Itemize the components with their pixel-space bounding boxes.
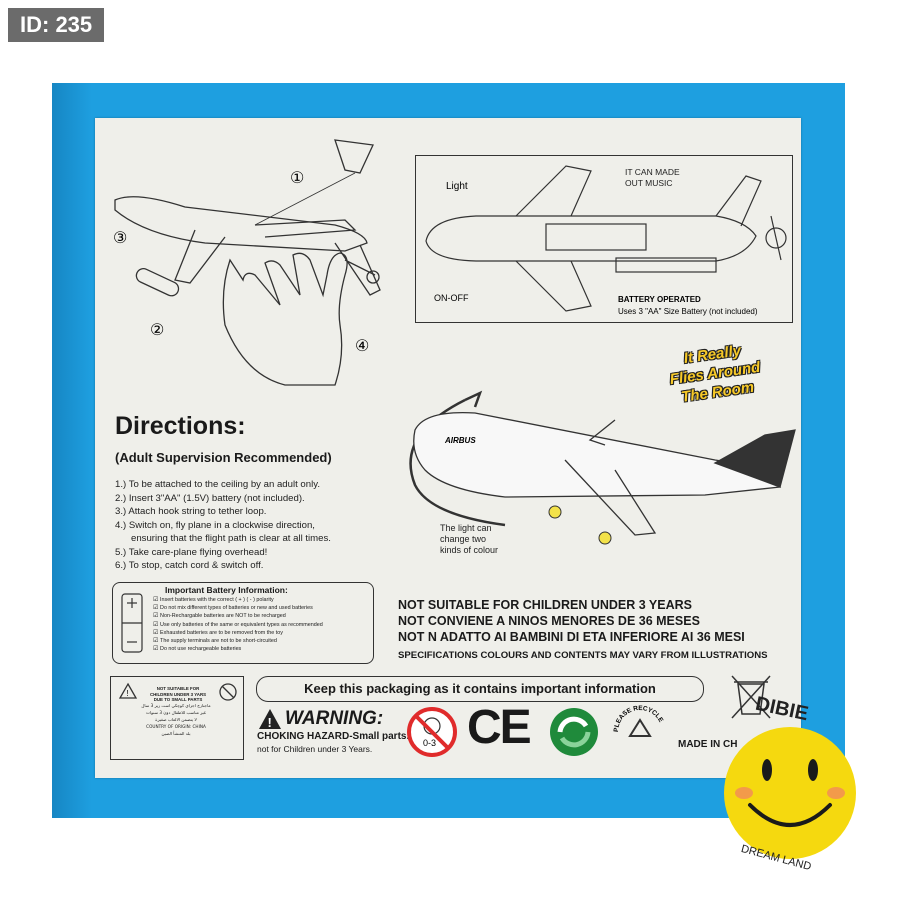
step-4-marker: ④ <box>355 338 369 355</box>
directions-title: Directions: <box>115 412 246 440</box>
on-off-label: ON-OFF <box>434 293 469 303</box>
age-range-text: 0-3 <box>423 738 436 748</box>
step-3-marker: ③ <box>113 230 127 247</box>
airline-name: AIRBUS <box>444 436 476 445</box>
specifications-note: SPECIFICATIONS COLOURS AND CONTENTS MAY … <box>398 650 768 661</box>
step-2-marker: ② <box>150 322 164 339</box>
music-label: IT CAN MADE OUT MUSIC <box>625 167 680 188</box>
choke-box-title: NOT SUITABLE FOR CHILDREN UNDER 3 YARS D… <box>149 686 207 702</box>
choke-line: لا يتضمن الالعاب صغيرة <box>155 717 197 722</box>
id-badge: ID: 235 <box>8 8 105 42</box>
box-edge-shadow <box>52 83 92 818</box>
battery-icon <box>121 593 143 653</box>
choke-line: COUNTRY OF ORIGIN: CHINA <box>146 724 206 729</box>
green-dot-icon <box>550 708 598 756</box>
choke-box-lines: ماجنازج اجزاي كوچكي است زير 3 سال غير من… <box>116 702 236 737</box>
wing-light <box>598 531 612 545</box>
choking-hazard-text: CHOKING HAZARD-Small parts. <box>257 731 410 742</box>
battery-info-item: Do not use rechargeable batteries <box>153 645 323 653</box>
choke-line: بلد المنشأ الصين <box>161 731 191 736</box>
light-label: Light <box>446 181 468 192</box>
step-item: 3.) Attach hook string to tether loop. <box>115 506 267 517</box>
step-item: 2.) Insert 3"AA" (1.5V) battery (not inc… <box>115 492 305 504</box>
battery-size-label: Uses 3 "AA" Size Battery (not included) <box>618 307 758 316</box>
choke-line: غير مناسب للاطفال دون 3 سنوات <box>145 710 207 715</box>
smiley-logo <box>724 727 856 859</box>
age-warning-es: NOT CONVIENE A NINOS MENORES DE 36 MESES <box>398 614 700 628</box>
step-item: 5.) Take care-plane flying overhead! <box>115 546 268 558</box>
directions-subtitle: (Adult Supervision Recommended) <box>115 450 332 465</box>
svg-text:!: ! <box>127 689 129 698</box>
battery-info-box <box>112 582 374 664</box>
choke-line: ماجنازج اجزاي كوچكي است زير 3 سال <box>141 703 211 708</box>
please-recycle-text: PLEASE RECYCLE <box>613 705 665 732</box>
battery-info-item: Do not mix different types of batteries … <box>153 604 323 612</box>
step-item: 4.) Switch on, fly plane in a clockwise … <box>115 519 315 531</box>
multilingual-warning-box <box>110 676 244 760</box>
step-item: 1.) To be attached to the ceiling by an … <box>115 479 320 490</box>
battery-info-item: Insert batteries with the correct ( + ) … <box>153 596 323 604</box>
warning-heading: WARNING: <box>285 708 384 729</box>
airplane-illustration: AIRBUS <box>409 390 796 545</box>
step-1-marker: ① <box>290 170 304 187</box>
technical-diagram-frame <box>415 155 793 323</box>
crossed-bin-icon <box>731 675 771 719</box>
ce-mark: CE <box>467 701 532 754</box>
battery-info-title: Important Battery Information: <box>165 585 288 595</box>
choking-hazard-age: not for Children under 3 Years. <box>257 744 373 754</box>
age-warning-en: NOT SUITABLE FOR CHILDREN UNDER 3 YEARS <box>398 598 693 612</box>
recycle-icon: PLEASE RECYCLE <box>613 705 665 737</box>
light-colour-note: The light can change two kinds of colour <box>440 523 499 555</box>
nose-light <box>548 505 562 519</box>
plane-internals-diagram: Light ON-OFF BATTERY OPERATED Uses 3 "AA… <box>425 165 787 316</box>
battery-info-item: Use only batteries of the same or equiva… <box>153 621 323 629</box>
no-under-3-icon <box>219 683 237 701</box>
battery-info-item: Non-Rechargable batteries are NOT to be … <box>153 612 323 620</box>
hand-airplane-illustration: ① ③ ② ④ <box>113 139 381 386</box>
age-warnings: NOT SUITABLE FOR CHILDREN UNDER 3 YEARS … <box>398 597 745 645</box>
battery-info-item: The supply terminals are not to be short… <box>153 637 323 645</box>
warning-icon: ! <box>259 709 281 730</box>
svg-text:PLEASE RECYCLE: PLEASE RECYCLE <box>613 705 665 732</box>
step-item: 6.) To stop, catch cord & switch off. <box>115 560 264 571</box>
keep-packaging-notice: Keep this packaging as it contains impor… <box>256 676 704 702</box>
age-restriction-icon: 0-3 <box>407 707 457 757</box>
battery-info-list: Insert batteries with the correct ( + ) … <box>153 596 323 653</box>
battery-operated-label: BATTERY OPERATED <box>618 295 701 304</box>
directions-steps: 1.) To be attached to the ceiling by an … <box>115 478 331 573</box>
svg-text:!: ! <box>268 715 272 730</box>
warning-triangle-icon: ! <box>118 682 138 699</box>
made-in-label: MADE IN CH <box>678 739 738 750</box>
battery-info-item: Exhausted batteries are to be removed fr… <box>153 629 323 637</box>
step-item: ensuring that the flight path is clear a… <box>115 533 331 544</box>
age-warning-it: NOT N ADATTO AI BAMBINI DI ETA INFERIORE… <box>398 630 745 644</box>
